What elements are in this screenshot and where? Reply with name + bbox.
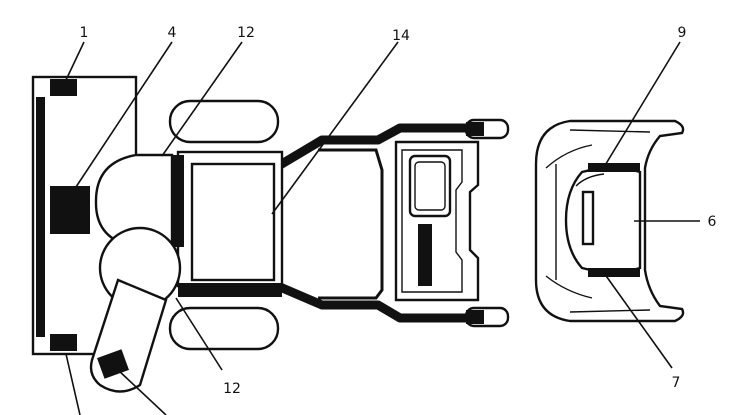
joystick-arm bbox=[89, 226, 182, 393]
attachment-bottom-band bbox=[588, 268, 640, 277]
rear-wheel-bottom bbox=[168, 306, 280, 351]
front-unit bbox=[394, 140, 480, 302]
callout-12-top: 12 bbox=[237, 25, 255, 41]
leader-lines bbox=[65, 41, 700, 415]
side-panel-bottom-block bbox=[50, 334, 77, 351]
callout-9: 9 bbox=[678, 25, 687, 41]
front-attachment bbox=[534, 119, 685, 323]
front-unit-strip bbox=[418, 224, 432, 286]
attachment-seat bbox=[564, 166, 642, 274]
side-panel-top-block bbox=[50, 79, 77, 96]
body-box-left-bar bbox=[172, 155, 184, 247]
body-box bbox=[172, 150, 284, 297]
side-panel-strip bbox=[36, 97, 45, 337]
joystick-button bbox=[97, 349, 129, 379]
callout-4: 4 bbox=[168, 25, 177, 41]
attachment-top-band bbox=[588, 163, 640, 172]
callout-14: 14 bbox=[392, 28, 410, 44]
callout-7: 7 bbox=[672, 375, 681, 391]
rear-wheel-top bbox=[168, 99, 280, 144]
side-panel-center-block bbox=[50, 186, 90, 234]
front-unit-window bbox=[408, 154, 452, 218]
attachment-handle bbox=[581, 190, 595, 246]
callout-12-bottom: 12 bbox=[223, 381, 241, 397]
callout-1: 1 bbox=[80, 25, 89, 41]
callout-6: 6 bbox=[708, 214, 717, 230]
body-box-bottom-bar bbox=[178, 283, 282, 297]
body-box-panel bbox=[190, 162, 276, 282]
chassis-rails bbox=[277, 123, 470, 323]
